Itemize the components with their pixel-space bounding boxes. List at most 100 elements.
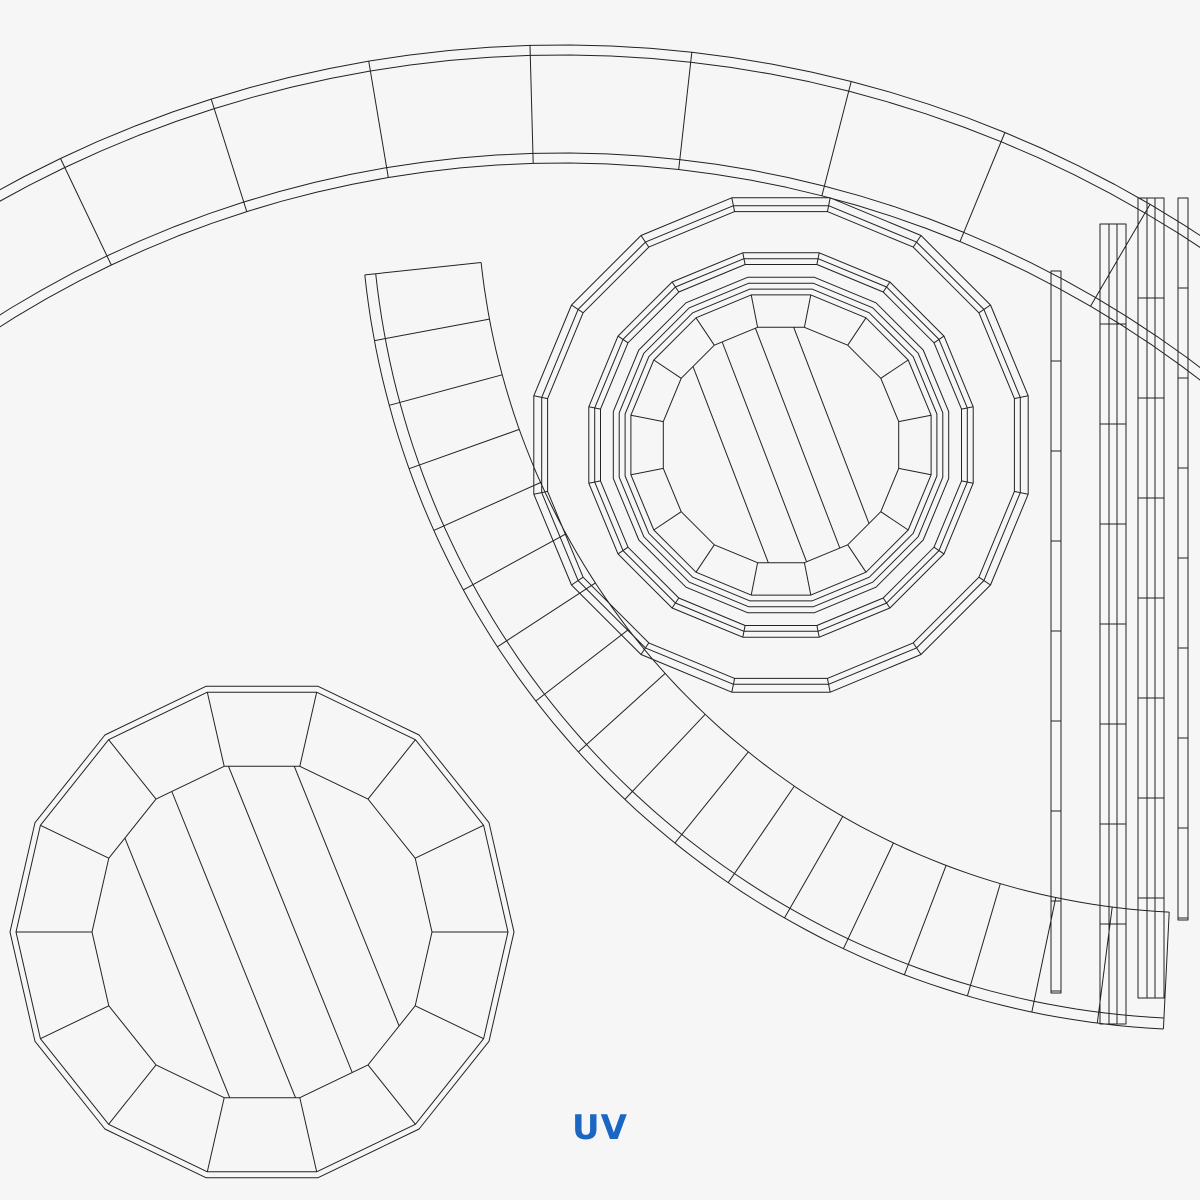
ring-mid-band [588,252,974,638]
curve-strip-edge [375,273,1165,1019]
curve-strip-seam [1162,912,1170,1030]
disc-stripe [721,341,808,562]
curve-strip-seam [903,865,947,975]
ring-mid-seam [882,597,891,609]
vertical-strips [1050,197,1189,1025]
disc-spoke [803,562,812,596]
ring-mid-seam [961,406,974,410]
vertical-strip-4 [1177,197,1189,921]
ring-outer-seam [731,678,736,693]
ring-mid-seam [816,252,820,265]
ring-mid-band [600,264,962,626]
disc-spoke [40,1005,110,1040]
ring-outer-seam [1014,395,1029,400]
disc-stripe [124,837,231,1098]
ring-mid-seam [933,546,945,555]
curve-strip-seam [842,842,894,949]
disc-spoke [847,544,867,573]
curve-strip-seam [578,673,666,753]
ring-outer-seam [912,235,922,248]
disc-spoke [299,692,318,767]
top-strip-seam [368,61,389,178]
ring-outer-seam [533,490,548,495]
bottom-left-disc [9,685,515,1179]
right-ring-disc [533,197,1029,693]
ring-mid-seam [671,281,680,293]
curve-strip-seam [784,816,844,919]
top-strip-seam [529,45,534,164]
disc-spoke [206,1097,225,1172]
ring-outer-seam [731,197,736,212]
disc-inner-ring [662,326,900,564]
disc-ring [624,288,938,602]
large-curved-strip [364,262,1170,1030]
ring-outer-seam [640,235,650,248]
ring-outer-seam [1014,490,1029,495]
curve-strip-seam [674,751,749,844]
ring-outer-band [533,197,1029,693]
disc-spoke [695,544,715,573]
ring-outer-seam [533,395,548,400]
disc-spoke [367,1064,416,1125]
ring-outer-band [547,211,1015,679]
disc-spoke [299,1097,318,1172]
curve-strip-seam [374,318,490,342]
curve-strip-seam [433,482,541,531]
ring-outer-seam [826,678,831,693]
top-strip-seam [60,158,112,266]
ring-outer-seam [912,642,922,655]
disc-spoke [898,467,932,476]
curve-strip-seam [727,785,795,883]
disc-spoke [750,294,759,328]
disc-spoke [630,467,664,476]
ring-outer-seam [978,576,991,586]
top-strip-seam [678,52,693,170]
top-arc-strip [0,44,1200,381]
disc-stripe [754,328,841,549]
curve-strip-seam [624,713,706,800]
disc-spoke [803,294,812,328]
ring-outer-seam [978,304,991,314]
ring-outer-seam [640,642,650,655]
curve-strip-seam [497,582,596,648]
disc-spoke [414,824,484,859]
disc-stripe [293,766,400,1027]
curve-strip-seam [389,374,503,406]
ring-mid-seam [882,281,891,293]
curve-strip-seam [463,533,567,591]
disc-spoke [847,317,867,346]
disc-spoke [880,359,909,379]
uv-label: UV [572,1108,628,1148]
ring-mid-seam [816,625,820,638]
top-strip-seam [959,132,1006,242]
disc-stripe [793,327,870,524]
disc-spoke [750,562,759,596]
curve-strip-seam [408,428,520,470]
curve-strip-seam [966,883,1001,997]
disc-spoke [653,359,682,379]
top-strip-seam [1090,204,1151,307]
ring-mid-seam [617,335,629,344]
curve-strip-seam [1031,897,1057,1013]
ring-mid-seam [742,252,746,265]
disc-inner-ring [91,765,433,1099]
disc-ring [618,282,944,608]
disc-spoke [206,692,225,767]
ring-mid-seam [961,480,974,484]
ring-outer-seam [826,197,831,212]
ring-mid-seam [671,597,680,609]
disc-spoke [108,739,157,800]
disc-spoke [367,739,416,800]
disc-spoke [414,1005,484,1040]
disc-ring [630,294,932,596]
ring-mid-seam [933,335,945,344]
ring-mid-seam [588,480,601,484]
ring-mid-seam [617,546,629,555]
disc-spoke [40,824,110,859]
ring-mid-seam [742,625,746,638]
disc-ring [612,276,950,614]
curve-strip-seam [364,262,482,276]
ring-mid-band [594,258,968,632]
